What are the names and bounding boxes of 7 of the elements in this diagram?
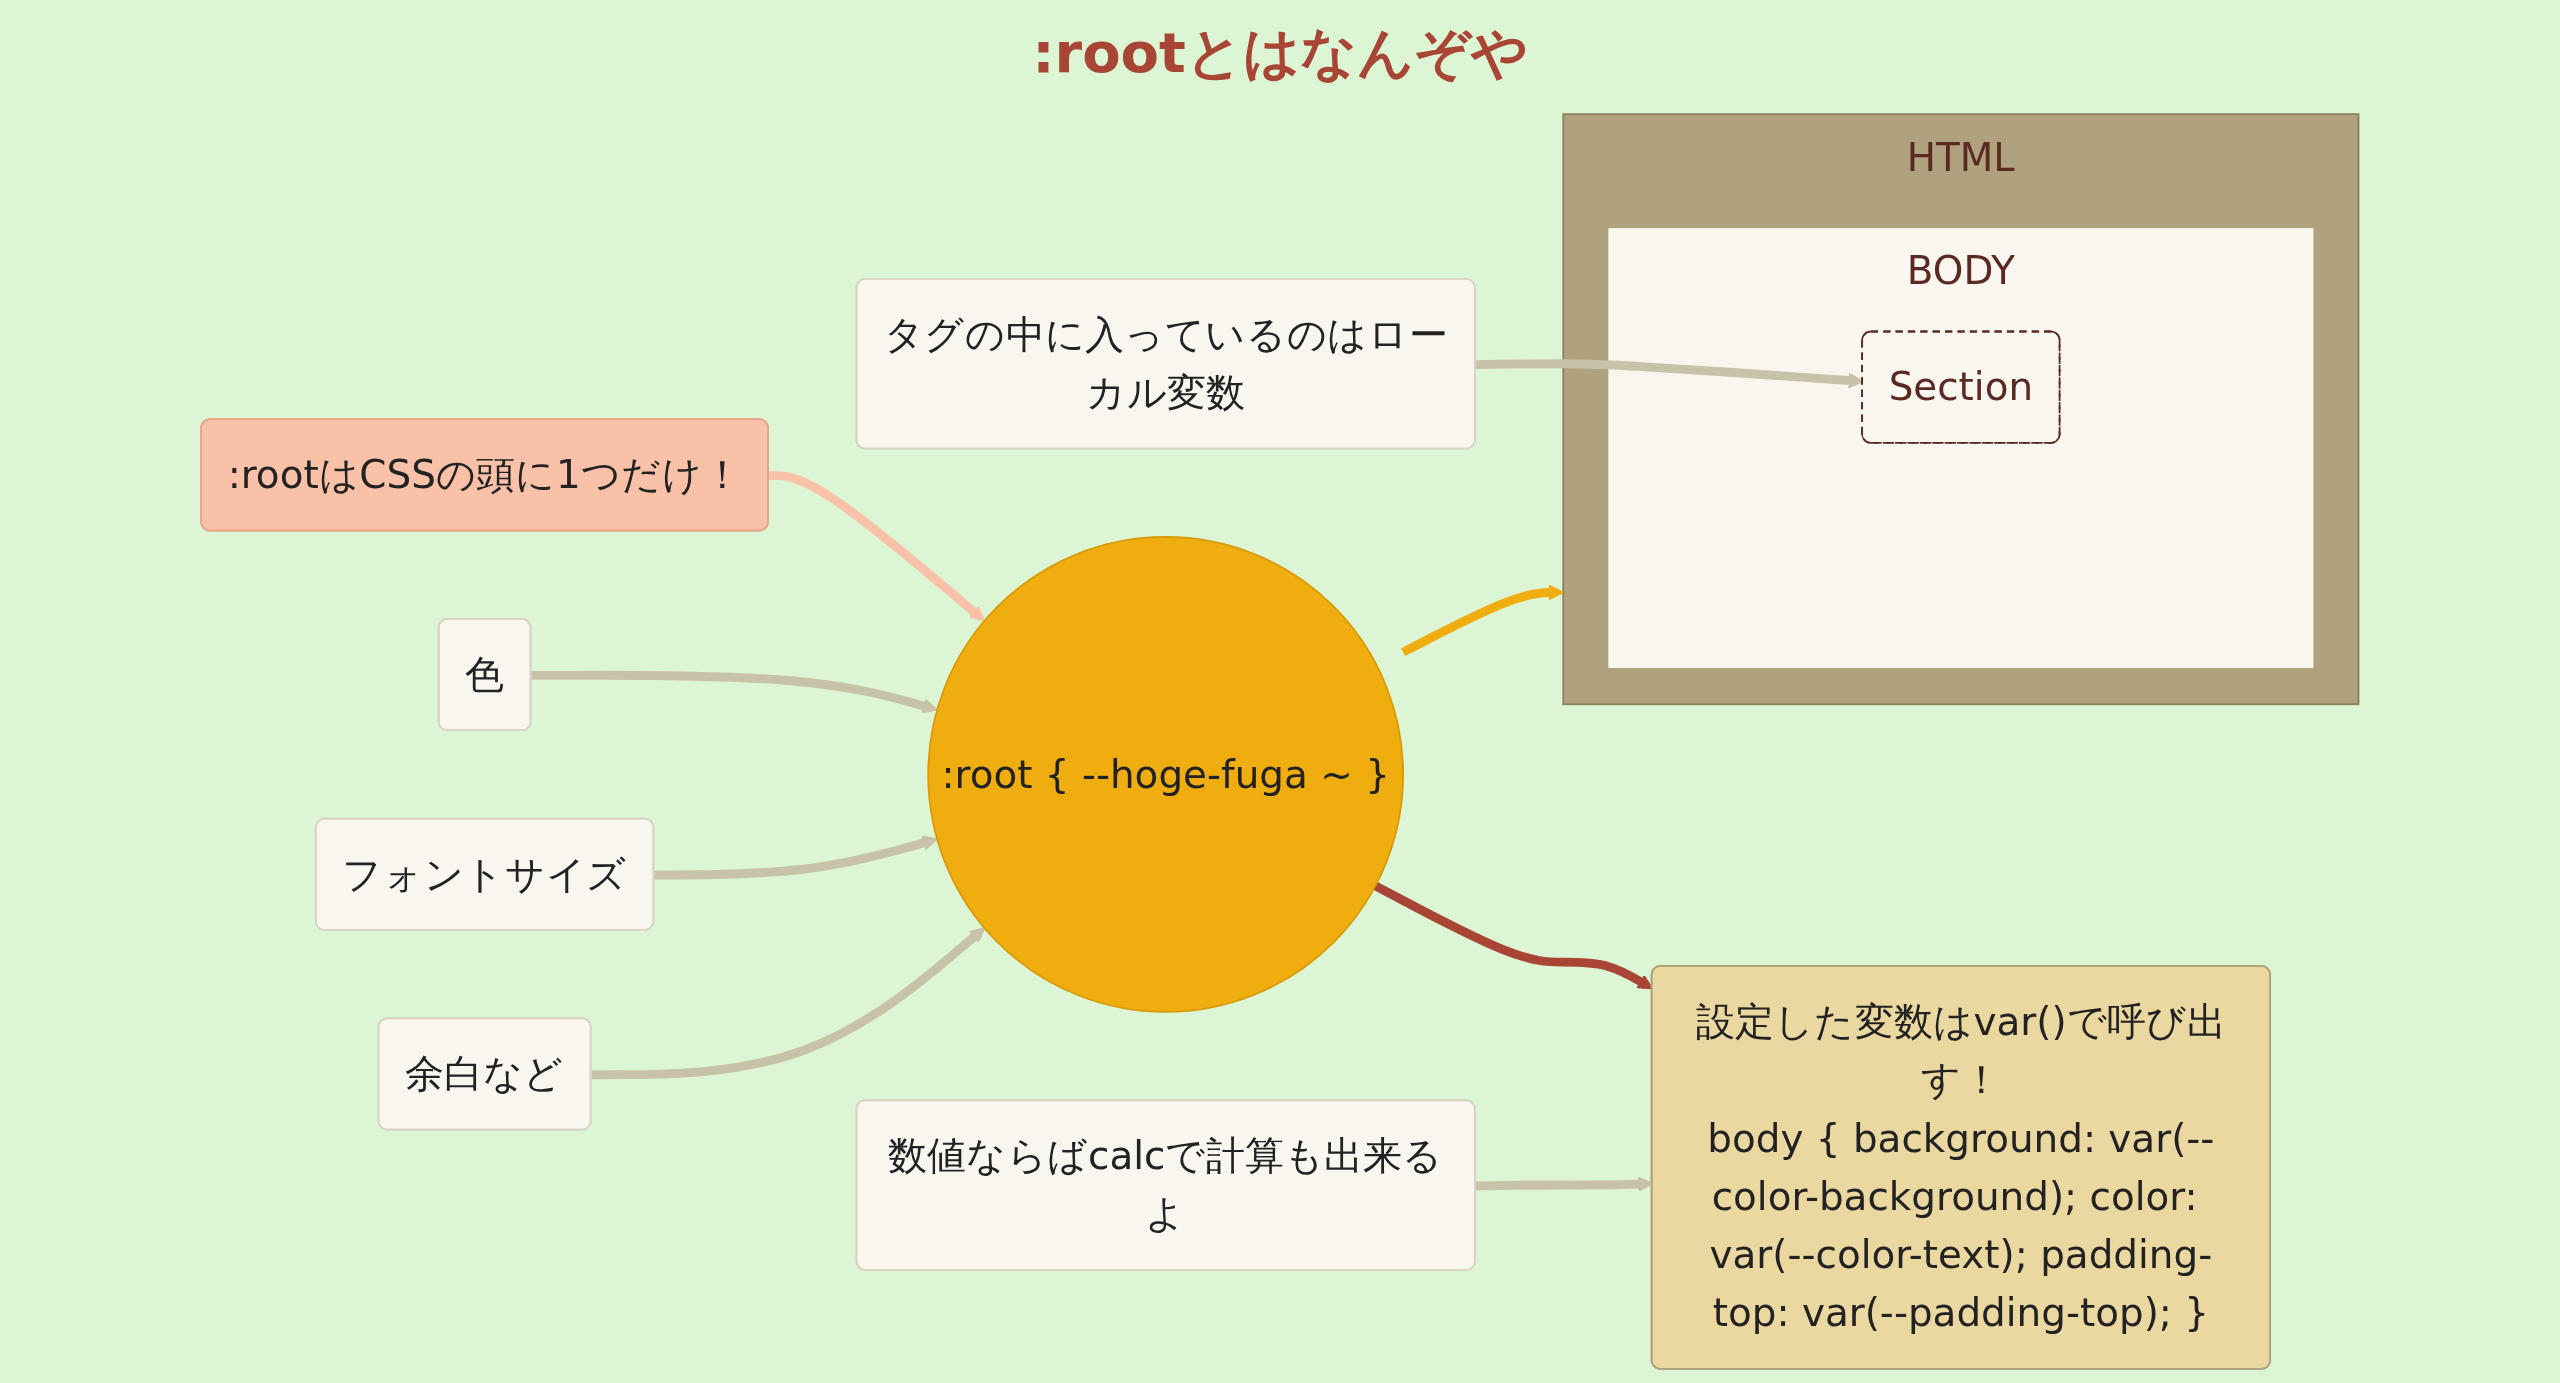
node-circle: :root { --hoge-fuga ~ } — [927, 536, 1405, 1013]
arrow — [769, 471, 986, 622]
arrow — [654, 835, 938, 880]
title: :rootとはなんぞや — [1032, 19, 1528, 87]
arrow — [591, 927, 986, 1080]
arrow — [1401, 584, 1565, 657]
arrow — [531, 670, 938, 714]
